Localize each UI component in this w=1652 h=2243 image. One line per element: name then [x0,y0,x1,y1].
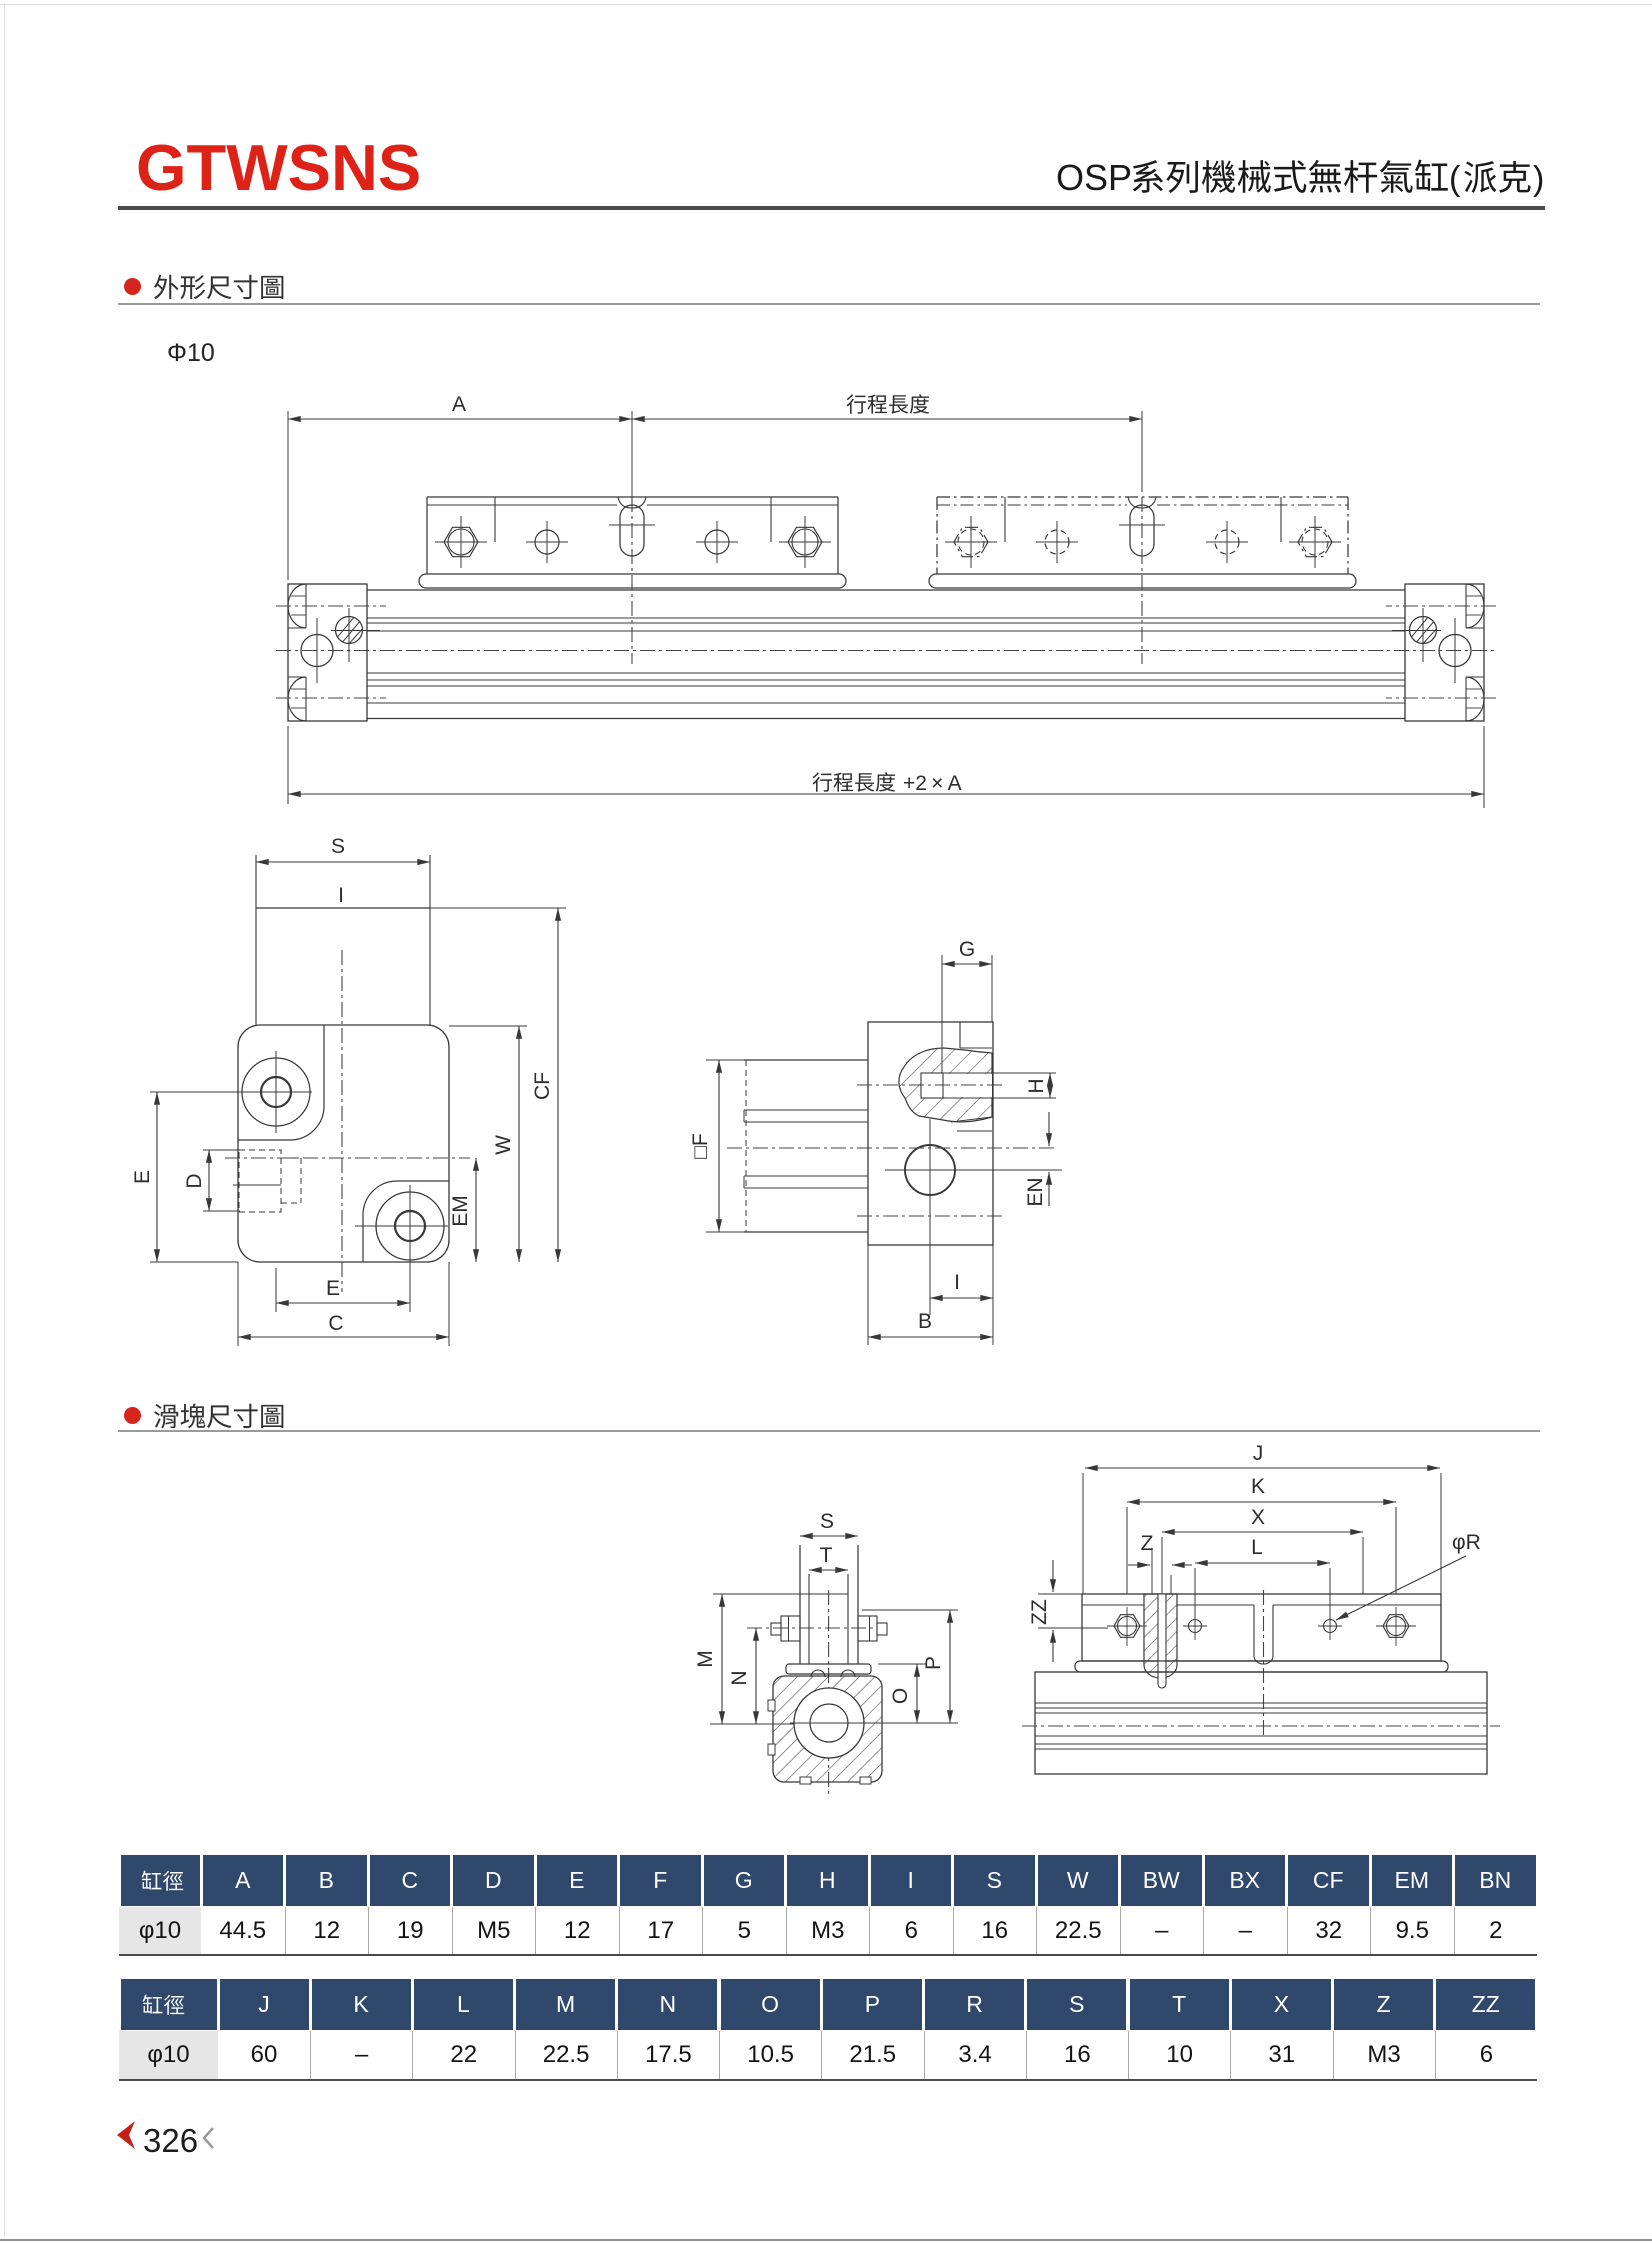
svg-text:(: ( [1449,160,1461,198]
svg-text:A: A [452,393,466,416]
svg-text:CF: CF [531,1072,554,1100]
svg-text:S: S [331,835,345,858]
svg-text:OSP: OSP [1056,157,1132,198]
svg-text:L: L [1251,1536,1263,1559]
svg-text:E: E [326,1277,340,1300]
svg-text:M: M [694,1650,717,1668]
svg-text:N: N [728,1670,751,1685]
svg-text:Z: Z [1141,1532,1154,1555]
svg-text:□F: □F [689,1133,712,1159]
svg-text:C: C [328,1312,343,1335]
svg-text:): ) [1533,160,1544,198]
svg-text:D: D [183,1173,206,1188]
svg-text:J: J [1253,1442,1264,1465]
svg-text:O: O [889,1688,912,1704]
svg-text:W: W [492,1135,515,1155]
svg-text:+2 × A: +2 × A [903,772,962,795]
svg-text:E: E [131,1170,154,1184]
svg-text:K: K [1251,1475,1265,1498]
svg-text:φR: φR [1452,1531,1481,1554]
svg-text:ZZ: ZZ [1028,1599,1051,1625]
svg-text:P: P [922,1656,945,1670]
svg-text:I: I [338,884,344,907]
svg-text:B: B [918,1310,932,1333]
svg-text:EN: EN [1024,1177,1047,1206]
svg-text:S: S [820,1510,834,1533]
svg-text:I: I [954,1271,960,1294]
svg-text:X: X [1251,1506,1265,1529]
svg-text:EM: EM [449,1195,472,1227]
svg-text:T: T [820,1544,833,1567]
svg-text:H: H [1025,1078,1048,1093]
svg-text:G: G [959,938,975,961]
